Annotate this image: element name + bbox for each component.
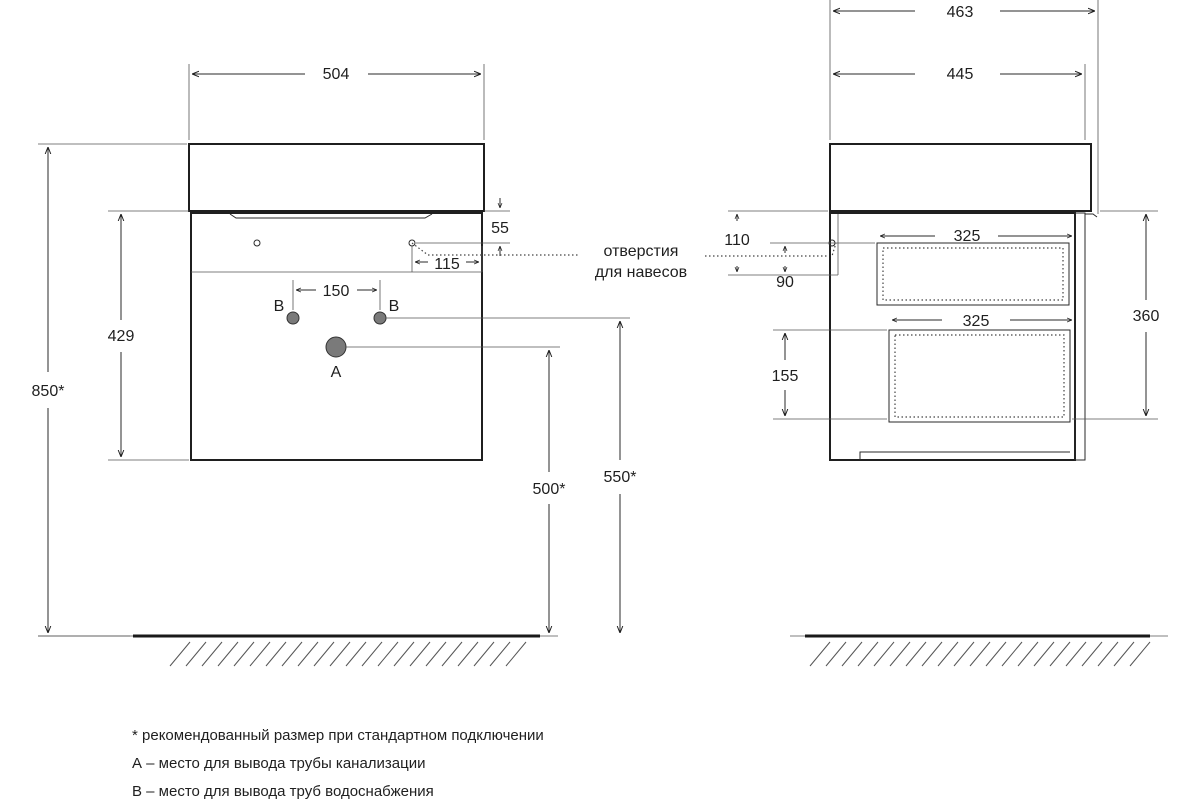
floor-hatch-stroke [825,641,847,667]
floor-hatch-stroke [169,641,191,667]
floor-hatch-stroke [313,641,335,667]
floor-hatch-stroke [489,641,511,667]
inlet-b-left [286,311,300,325]
side-front-panel [1074,212,1086,461]
floor-hatch-stroke [441,641,463,667]
floor-hatch-stroke [873,641,895,667]
side-drawer-bottom [888,329,1071,423]
floor-hatch-stroke [809,641,831,667]
label-inlet-right: B [389,298,400,315]
label-mounting-holes-line1: отверстия [604,243,679,260]
side-plinth [859,451,1070,460]
dim-front-width: 504 [323,66,350,83]
front-mounting-hole-left [253,239,261,247]
floor-hatch-stroke [457,641,479,667]
floor-hatch-stroke [281,641,303,667]
floor-hatch-stroke [409,641,431,667]
label-mounting-holes-line2: для навесов [595,264,687,281]
floor-hatch-stroke [1097,641,1119,667]
dim-drawer-section-height: 360 [1133,308,1160,325]
dim-inlet-spacing: 150 [323,283,350,300]
legend-notes: * рекомендованный размер при стандартном… [132,727,544,800]
side-floor-hatch [809,641,1151,667]
dim-total-height: 850* [32,383,65,400]
floor-hatch-stroke [249,641,271,667]
floor-hatch-stroke [953,641,975,667]
drain-a [325,336,347,358]
dim-hole-offset-top: 55 [491,220,509,237]
inlet-b-right [373,311,387,325]
floor-hatch-stroke [857,641,879,667]
floor-hatch-stroke [1081,641,1103,667]
floor-hatch-stroke [377,641,399,667]
floor-hatch-stroke [1129,641,1151,667]
floor-hatch-stroke [393,641,415,667]
dim-side-body-depth: 445 [947,66,974,83]
dim-side-total-depth: 463 [947,4,974,21]
side-view: 463 445 110 90 325 325 155 [724,0,1168,667]
label-inlet-left: B [274,298,285,315]
dim-drawer-top-depth: 325 [954,228,981,245]
floor-hatch-stroke [1017,641,1039,667]
side-drawer-top [876,242,1070,306]
floor-hatch-stroke [201,641,223,667]
floor-hatch-stroke [1049,641,1071,667]
floor-hatch-stroke [1001,641,1023,667]
front-cabinet-body [190,212,483,461]
floor-hatch-stroke [505,641,527,667]
side-handle [1085,213,1098,218]
floor-hatch-stroke [233,641,255,667]
floor-hatch-stroke [1065,641,1087,667]
floor-hatch-stroke [473,641,495,667]
front-countertop [188,143,485,212]
floor-hatch-stroke [1033,641,1055,667]
dim-hole-offset-side: 115 [434,256,460,273]
note-recommended-size: * рекомендованный размер при стандартном… [132,727,544,744]
note-drain-location: А – место для вывода трубы канализации [132,755,425,772]
dim-body-height: 429 [108,328,135,345]
front-view: 504 850* 429 55 115 150 B [32,64,637,667]
dim-drawer-bottom-depth: 325 [963,313,990,330]
floor-hatch-stroke [345,641,367,667]
side-countertop [829,143,1092,212]
floor-hatch-stroke [921,641,943,667]
floor-hatch-stroke [297,641,319,667]
dim-inlet-height: 550* [604,469,637,486]
floor-hatch-stroke [425,641,447,667]
front-floor-hatch [169,641,527,667]
floor-hatch-stroke [329,641,351,667]
floor-hatch-stroke [985,641,1007,667]
dim-drain-height: 500* [533,481,566,498]
floor-hatch-stroke [361,641,383,667]
floor-hatch-stroke [969,641,991,667]
floor-hatch-stroke [185,641,207,667]
dim-side-hole-depth: 90 [776,274,794,291]
floor-hatch-stroke [841,641,863,667]
front-handle [229,213,433,219]
side-cabinet-body [829,212,1076,461]
floor-hatch-stroke [1113,641,1135,667]
dim-side-hole-top: 110 [724,232,750,249]
floor-hatch-stroke [905,641,927,667]
floor-hatch-stroke [265,641,287,667]
floor-hatch-stroke [937,641,959,667]
floor-hatch-stroke [889,641,911,667]
floor-hatch-stroke [217,641,239,667]
dim-drawer-height: 155 [772,368,799,385]
label-drain: A [331,364,342,381]
note-inlet-location: В – место для вывода труб водоснабжения [132,783,434,800]
